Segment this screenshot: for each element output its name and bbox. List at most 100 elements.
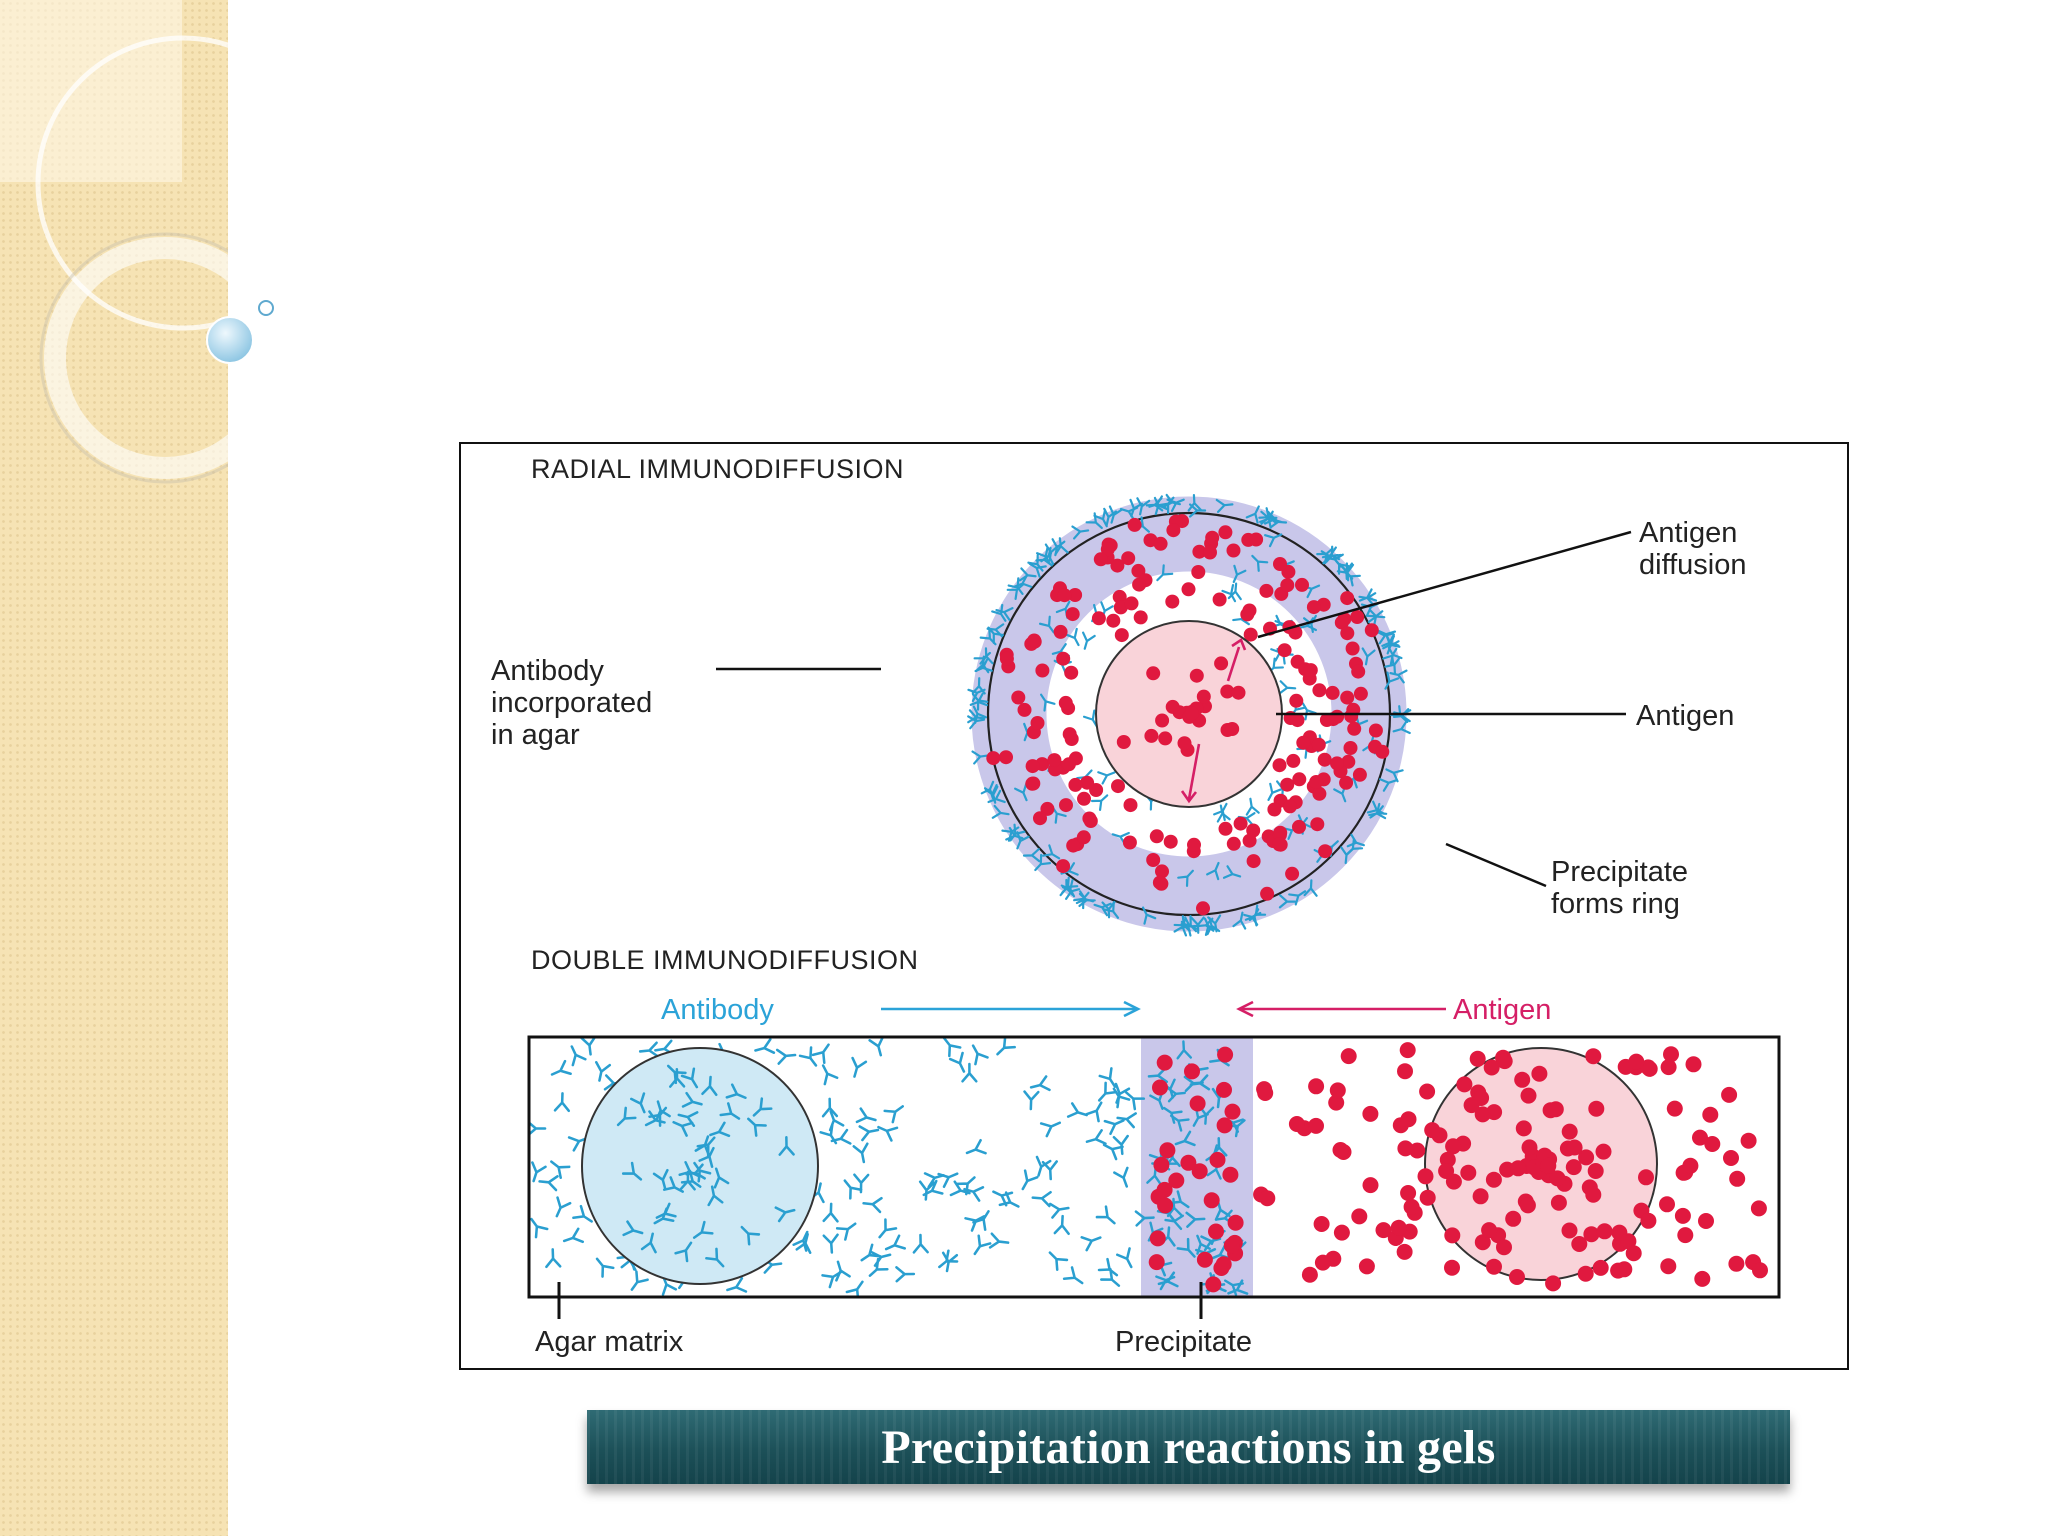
antigen-molecule [1545,1275,1562,1292]
antigen-molecule [1226,836,1241,851]
antibody-molecule [591,1061,612,1084]
antibody-molecule [798,1046,823,1071]
antigen-molecule [1077,791,1091,806]
antigen-molecule [1283,799,1297,814]
antigen-molecule [1122,835,1137,850]
antigen-molecule [1292,819,1306,834]
immunodiffusion-diagram: RADIAL IMMUNODIFFUSION Antibody incorpor… [491,454,1781,1358]
antigen-molecule [1061,757,1076,772]
antigen-molecule [1540,1157,1557,1174]
antibody-molecule [1112,1134,1131,1156]
antibody-molecule [948,1051,972,1076]
antigen-molecule [1694,1270,1711,1287]
antigen-molecule [1292,772,1307,787]
antigen-molecule [1114,628,1129,643]
antibody-molecule [1030,1189,1052,1208]
antigen-molecule [1587,1163,1604,1179]
antibody-molecule [1048,1199,1071,1219]
antigen-molecule [1692,1129,1708,1146]
antigen-molecule [1721,1086,1738,1103]
antibody-molecule [991,1037,1016,1061]
antigen-molecule [1740,1132,1757,1149]
antigen-molecule [1364,623,1379,638]
antibody-molecule [1085,1098,1109,1123]
antibody-molecule [965,1041,989,1066]
antigen-molecule [1091,611,1106,626]
antigen-molecule [1153,1156,1170,1173]
antigen-molecule [1205,1276,1222,1293]
antibody-molecule [590,1253,615,1278]
antigen-molecule [1403,1198,1420,1215]
antigen-molecule [1339,775,1354,790]
antigen-molecule [1083,814,1098,828]
antibody-molecule [835,1216,861,1241]
antigen-molecule [1368,723,1383,738]
antibody-molecule [858,1121,881,1142]
antigen-molecule [1588,1100,1605,1117]
antigen-molecule [1685,1056,1702,1073]
antigen-molecule [1578,1149,1595,1166]
antigen-molecule [1280,777,1295,792]
antigen-molecule [1469,1050,1486,1067]
antigen-molecule [1313,1216,1330,1232]
antigen-molecule [1208,1223,1224,1240]
antigen-molecule [1243,627,1258,642]
antigen-molecule [1481,1222,1498,1239]
antigen-molecule [1191,565,1206,579]
antibody-molecule [852,1142,872,1165]
antigen-molecule [1340,591,1355,606]
antigen-molecule [1317,752,1332,767]
antigen-molecule [1184,706,1199,721]
antigen-molecule [1611,1224,1628,1241]
antigen-molecule [1217,1046,1234,1063]
antigen-molecule [1257,1085,1274,1101]
antigen-molecule [1332,1142,1349,1158]
precipitate-ring-callout: Precipitate forms ring [1551,856,1696,920]
antibody-molecule [988,1232,1011,1251]
antigen-molecule [1318,844,1333,859]
antigen-molecule [1062,727,1077,742]
antigen-molecule [1561,1222,1578,1239]
large-ring [35,35,228,331]
antibody-molecule [1080,1229,1105,1252]
antigen-molecule [1209,1151,1226,1168]
antigen-molecule [1565,1159,1582,1176]
antibody-molecule [972,1206,996,1231]
antibody-molecule [752,1038,776,1059]
antibody-molecule [564,1042,587,1067]
antigen-molecule [1155,864,1169,879]
antigen-molecule [1240,607,1255,622]
antigen-molecule [1663,1046,1679,1063]
antibody-molecule [1083,1129,1107,1150]
antigen-molecule [1116,735,1131,749]
antigen-molecule [1189,1095,1206,1112]
light-corner-panel [0,0,182,182]
antigen-molecule [1325,685,1340,700]
antigen-molecule [1571,1236,1588,1252]
antigen-molecule [999,651,1014,666]
antigen-molecule [1308,1078,1325,1095]
antigen-molecule [1246,854,1261,869]
immunodiffusion-figure: RADIAL IMMUNODIFFUSION Antibody incorpor… [459,442,1849,1370]
antigen-molecule [1347,721,1362,736]
antigen-molecule [1064,665,1079,680]
antigen-molecule [1625,1245,1642,1262]
antigen-molecule [1123,798,1138,813]
antigen-molecule [1205,530,1220,545]
antibody-molecule [1113,1166,1135,1191]
antigen-molecule [1424,1122,1441,1139]
antigen-molecule [1308,1117,1324,1134]
antigen-molecule [1047,753,1062,768]
antigen-molecule [1520,1087,1537,1104]
antibody-molecule [1062,1266,1088,1290]
antigen-molecule [1310,817,1325,832]
antigen-molecule [1181,582,1196,597]
antigen-molecule [1273,557,1287,571]
antigen-molecule [1444,1227,1461,1244]
antigen-molecule [1350,610,1365,624]
antigen-molecule [1419,1189,1436,1206]
antigen-molecule [1113,600,1128,615]
antigen-molecule [1111,779,1125,794]
double-title: DOUBLE IMMUNODIFFUSION [531,945,919,975]
antigen-molecule [1212,592,1227,607]
